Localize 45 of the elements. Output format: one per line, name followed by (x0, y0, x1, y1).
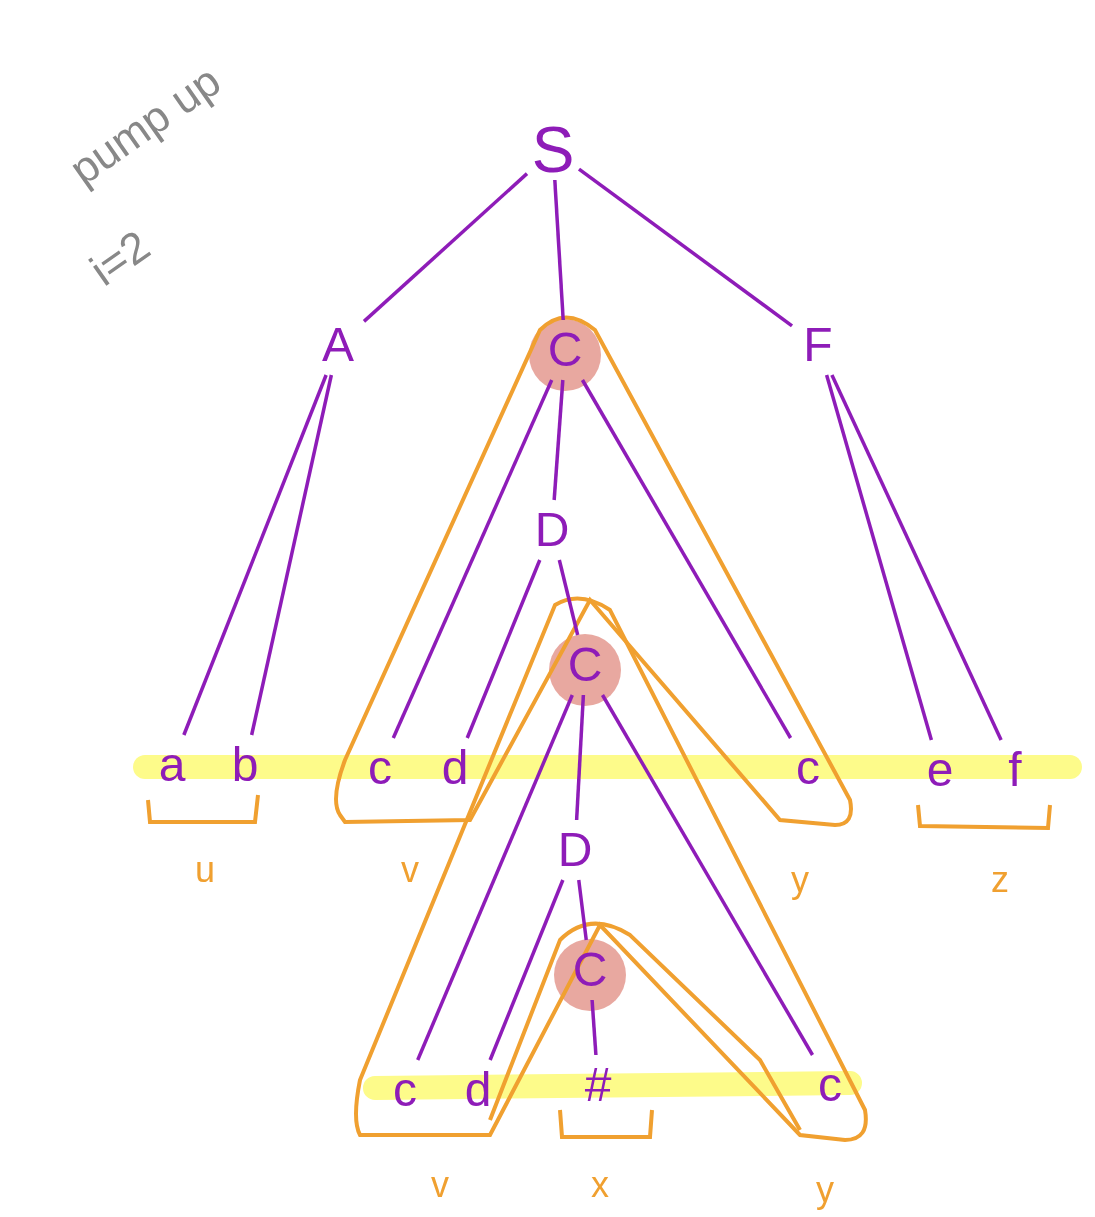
tree-branch (391, 379, 554, 739)
tree-symbol: d (429, 738, 481, 798)
tree-branch (362, 172, 529, 323)
tree-branch (553, 179, 565, 321)
tree-symbol: f (989, 740, 1041, 800)
segment-label: y (816, 1172, 834, 1208)
tree-branch (557, 559, 580, 636)
tree-symbol: e (914, 740, 966, 800)
tree-branch (577, 167, 794, 328)
tree-branch (580, 379, 793, 739)
segment-label: z (991, 862, 1009, 898)
handwritten-note: i=2 (82, 222, 158, 294)
tree-symbol: D (549, 820, 601, 880)
tree-symbol: A (312, 315, 364, 375)
tree-branch (552, 379, 565, 501)
tree-branch (824, 374, 934, 741)
tree-branch (182, 374, 328, 736)
tree-symbol: F (792, 315, 844, 375)
tree-branch (416, 694, 574, 1061)
tree-symbol: C (564, 940, 616, 1000)
tree-symbol: # (572, 1055, 624, 1115)
segment-label: x (591, 1167, 609, 1203)
tree-symbol: c (354, 738, 406, 798)
segment-label: y (791, 862, 809, 898)
tree-symbol: c (782, 738, 834, 798)
segment-label: v (401, 852, 419, 888)
segment-label: u (195, 852, 215, 888)
tree-symbol: c (804, 1055, 856, 1115)
tree-branch (830, 374, 1003, 741)
tree-symbol: C (559, 635, 611, 695)
tree-branch (601, 694, 814, 1056)
tree-symbol: d (452, 1060, 504, 1120)
tree-symbol: b (219, 735, 271, 795)
tree-symbol: S (527, 120, 579, 180)
tree-symbol: a (146, 735, 198, 795)
tree-symbol: D (526, 500, 578, 560)
tree-symbol: c (379, 1060, 431, 1120)
tree-branch (488, 879, 565, 1061)
tree-branch (249, 374, 334, 736)
segment-label: v (431, 1167, 449, 1203)
tree-branch (590, 999, 598, 1056)
tree-symbol: C (539, 320, 591, 380)
tree-branch (577, 879, 588, 941)
tree-branch (465, 559, 542, 739)
tree-branch (574, 694, 586, 821)
